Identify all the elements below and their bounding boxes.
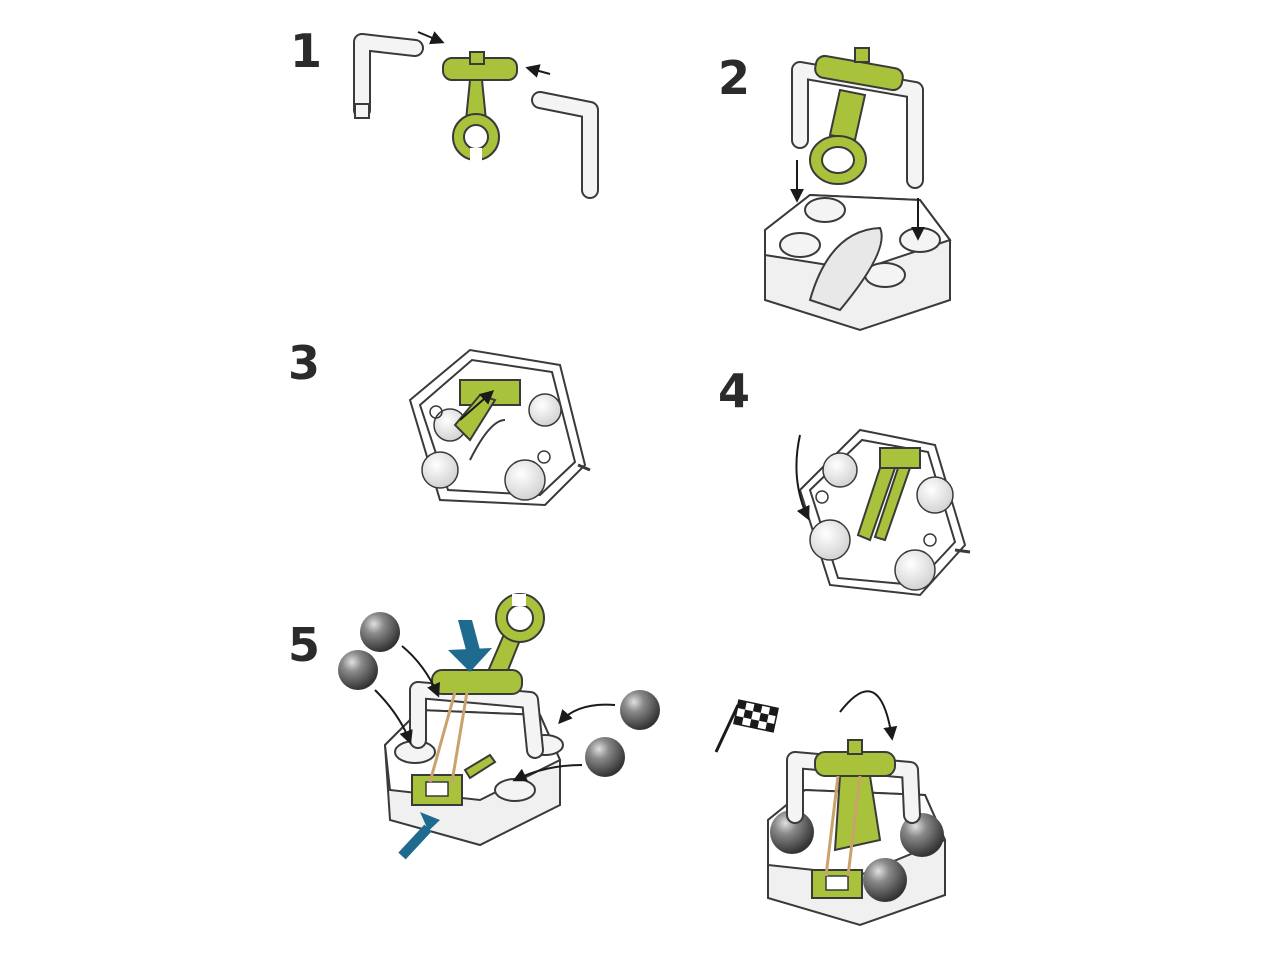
ball-4 bbox=[585, 737, 625, 777]
ball-2 bbox=[338, 650, 378, 690]
ball-1 bbox=[360, 612, 400, 652]
green-lever-part bbox=[443, 52, 517, 162]
step-3-diagram bbox=[410, 350, 590, 505]
step-4-diagram bbox=[796, 430, 970, 595]
step-1-arrow-right bbox=[528, 68, 550, 74]
step-1-arrow-left bbox=[418, 32, 442, 42]
step-5-diagram bbox=[338, 594, 660, 858]
final-arrow bbox=[840, 691, 892, 738]
final-diagram bbox=[716, 691, 945, 925]
hex-base bbox=[765, 195, 950, 330]
final-ball-3 bbox=[863, 858, 907, 902]
step-2-diagram bbox=[765, 48, 950, 330]
green-lever-assembled bbox=[810, 48, 904, 184]
step-1-diagram bbox=[355, 32, 590, 190]
finish-flag-icon bbox=[716, 700, 778, 752]
ball-3 bbox=[620, 690, 660, 730]
